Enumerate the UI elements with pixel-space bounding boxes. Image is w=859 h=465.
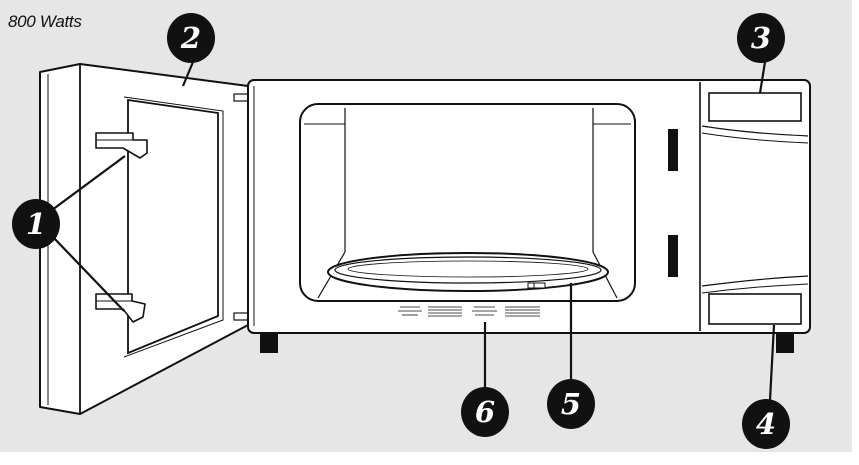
door: [39, 63, 251, 415]
label-plate: [398, 306, 540, 317]
lower-display-window: [708, 293, 802, 325]
svg-text:3: 3: [751, 21, 771, 55]
svg-text:6: 6: [475, 395, 495, 429]
lower-latch-slot: [668, 235, 678, 277]
right-foot: [776, 331, 794, 353]
callout-1: 1: [12, 199, 60, 249]
callout-3: 3: [737, 13, 785, 63]
svg-text:5: 5: [561, 387, 581, 421]
upper-door-latch: [95, 132, 148, 159]
callout-5: 5: [547, 379, 595, 429]
control-panel: [699, 82, 809, 331]
leader-lines: [51, 61, 776, 401]
callout-2: 2: [167, 13, 215, 63]
oven-cavity: [299, 103, 636, 302]
wattage-caption: 800 Watts: [8, 12, 82, 31]
callout-6: 6: [461, 387, 509, 437]
svg-text:4: 4: [756, 407, 776, 441]
callout-4: 4: [742, 399, 790, 449]
svg-text:2: 2: [180, 21, 201, 55]
upper-latch-slot: [668, 129, 678, 171]
svg-text:1: 1: [26, 207, 46, 241]
upper-display-window: [708, 92, 802, 122]
turntable: [327, 252, 609, 292]
left-foot: [260, 331, 278, 353]
